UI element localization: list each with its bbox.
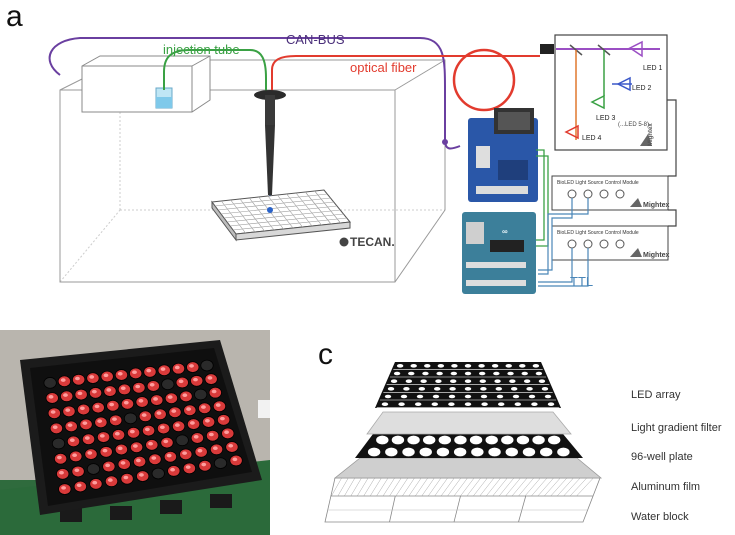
injector — [254, 90, 286, 208]
led-array-layer — [375, 362, 561, 408]
well — [200, 359, 214, 372]
well-plate-photo — [43, 359, 243, 495]
panel-a-letter: a — [6, 0, 23, 33]
panel-c-letter: c — [318, 338, 333, 371]
led-more-label: (...LED 5-8) — [618, 122, 649, 128]
reservoir-box — [81, 55, 211, 113]
water-block-layer — [324, 477, 601, 523]
layer-label-gradient-filter: Light gradient filter — [631, 422, 722, 434]
svg-text:∞: ∞ — [502, 227, 508, 236]
led3-label: LED 3 — [596, 115, 616, 122]
led-box-brand: Mightex — [648, 123, 654, 146]
arduino-board: ∞ — [462, 212, 536, 294]
led1-label: LED 1 — [643, 65, 663, 72]
ttl-label: TTL — [570, 274, 593, 289]
module-1-brand: Mightex — [643, 202, 670, 209]
well — [43, 377, 57, 389]
led-module-cable — [667, 99, 677, 227]
aluminum-film-layer — [333, 457, 603, 479]
fiber-loop — [452, 48, 516, 112]
panel-b-photo — [0, 330, 270, 535]
led2-label: LED 2 — [632, 85, 652, 92]
beaker — [155, 87, 173, 109]
control-module-2: BioLED Light Source Control Module Might… — [551, 225, 670, 261]
well-plate-layer — [355, 434, 583, 458]
layer-label-water-block: Water block — [631, 511, 689, 523]
layer-label-led-array: LED array — [631, 389, 681, 401]
plate-in-reader — [211, 189, 351, 242]
module-1-title: BioLED Light Source Control Module — [557, 180, 639, 186]
pcb-chips — [60, 494, 232, 522]
well — [213, 457, 228, 469]
ttl-wires — [538, 198, 589, 287]
well — [86, 463, 101, 475]
light-gradient-filter-layer — [366, 411, 572, 435]
layer-label-aluminum-film: Aluminum film — [631, 481, 700, 493]
module-2-title: BioLED Light Source Control Module — [557, 230, 639, 236]
layer-label-96-well-plate: 96-well plate — [631, 451, 693, 463]
tecan-label: TECAN. — [350, 235, 395, 249]
led-box: LED 1 LED 2 LED 3 LED 4 (...LED 5-8) Mig… — [540, 34, 668, 151]
well — [161, 378, 175, 391]
control-module-1: BioLED Light Source Control Module Might… — [551, 175, 670, 211]
panel-c-diagram: LED array Light gradient filter 96-well … — [324, 362, 722, 523]
well — [123, 412, 138, 425]
injection-tube-label: injection tube — [163, 42, 240, 57]
can-bus-label: CAN-BUS — [286, 32, 345, 47]
well — [151, 467, 165, 480]
injection-tube — [163, 49, 267, 92]
well — [175, 434, 189, 447]
arduino-shield — [468, 108, 538, 202]
can-bus-cable — [48, 37, 461, 150]
green-wires — [536, 149, 549, 247]
optical-fiber — [271, 55, 540, 92]
optical-fiber-label: optical fiber — [350, 60, 417, 75]
led4-label: LED 4 — [582, 135, 602, 142]
well — [51, 437, 66, 450]
well — [194, 388, 208, 401]
tecan-logo-mark — [339, 237, 349, 247]
module-2-brand: Mightex — [643, 252, 670, 259]
